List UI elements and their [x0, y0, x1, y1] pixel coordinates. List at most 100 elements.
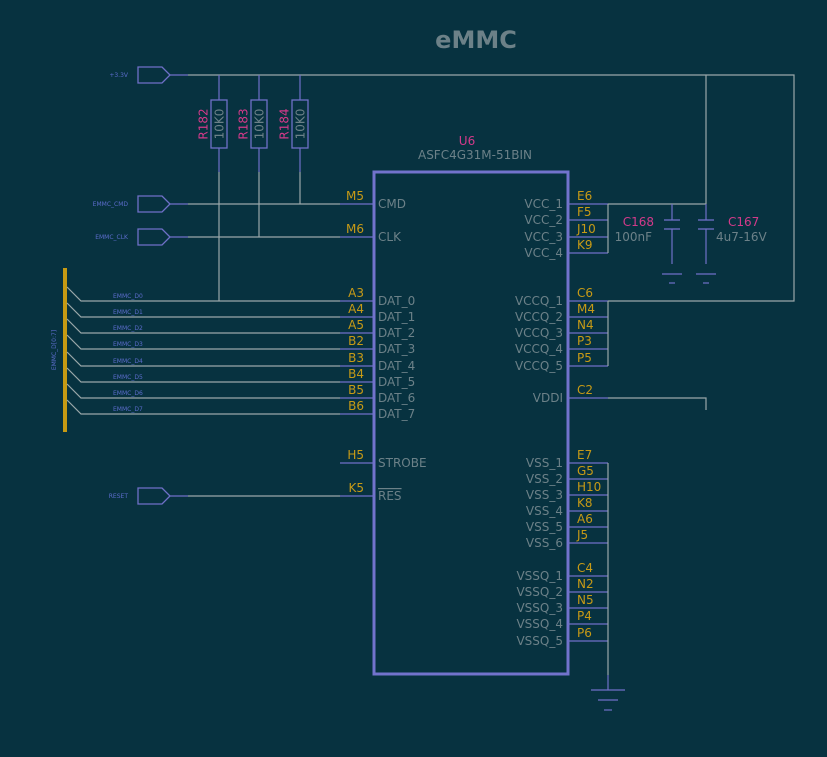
pin-number: H5 [347, 448, 364, 462]
wire-3v3-rail [188, 74, 795, 302]
pin-number: J10 [576, 222, 596, 236]
pin-name: VCCQ_4 [515, 342, 563, 356]
bus-entry-wire [66, 367, 340, 383]
net-label: EMMC_D6 [113, 390, 143, 397]
pin-name: VSSQ_2 [516, 585, 563, 599]
pin-number: E6 [577, 189, 592, 203]
chip-part-number: ASFC4G31M-51BIN [418, 148, 532, 162]
chip-ref: U6 [459, 134, 475, 148]
resistor-body[interactable] [291, 99, 309, 149]
resistor-value: 10K0 [294, 109, 308, 140]
pin-number: A4 [348, 302, 364, 316]
port-shape[interactable] [137, 487, 171, 505]
pin-name: VSSQ_4 [516, 617, 563, 631]
pin-name: VCCQ_3 [515, 326, 563, 340]
pin-name: VCCQ_1 [515, 294, 563, 308]
bus-entry-wire [66, 383, 340, 399]
cap-ref: C168 [623, 215, 654, 229]
resistor-body[interactable] [210, 99, 228, 149]
bus-entry-wire [66, 399, 340, 415]
pin-number: C4 [577, 561, 593, 575]
pin-number: A3 [348, 286, 364, 300]
bus-net-emmc-d2: EMMC_D2 [66, 318, 340, 334]
resistor-ref: R182 [197, 108, 211, 139]
pin-name: VSS_3 [526, 488, 563, 502]
port-label: +3.3V [109, 72, 129, 79]
pin-number: B3 [348, 351, 364, 365]
resistor-value: 10K0 [253, 109, 267, 140]
pin-number: B2 [348, 334, 364, 348]
port-shape[interactable] [137, 66, 171, 84]
pin-name: DAT_5 [378, 375, 415, 389]
pin-name: VCC_1 [524, 197, 563, 211]
pin-number: A5 [348, 318, 364, 332]
pin-name: STROBE [378, 456, 427, 470]
net-label: EMMC_D4 [113, 358, 143, 365]
cap-value: 100nF [615, 230, 653, 244]
data-bus: EMMC_D[0:7]EMMC_D0EMMC_D1EMMC_D2EMMC_D3E… [51, 268, 340, 432]
pin-name: VCC_2 [524, 213, 563, 227]
resistor-body[interactable] [250, 99, 268, 149]
port-reset[interactable]: RESET [109, 487, 171, 505]
sheet-title: eMMC [435, 26, 517, 54]
ports: +3.3V EMMC_CMD EMMC_CLK RESET [93, 66, 171, 505]
bus-net-emmc-d4: EMMC_D4 [66, 351, 340, 367]
port-label: RESET [109, 493, 129, 500]
bus-net-emmc-d7: EMMC_D7 [66, 399, 340, 415]
pin-number: N4 [577, 318, 594, 332]
chip-right-pins: E6VCC_1F5VCC_2J10VCC_3K9VCC_4C6VCCQ_1M4V… [515, 189, 608, 648]
pin-number: B6 [348, 399, 364, 413]
pin-name: VSS_2 [526, 472, 563, 486]
pin-name: DAT_0 [378, 294, 415, 308]
pin-name: DAT_3 [378, 342, 415, 356]
pin-number: P3 [577, 334, 592, 348]
chip-u6[interactable]: U6 ASFC4G31M-51BIN [372, 134, 570, 676]
pin-name: VCC_3 [524, 230, 563, 244]
net-label: EMMC_D7 [113, 406, 143, 413]
pin-name: VSS_5 [526, 520, 563, 534]
resistor-ref: R184 [278, 108, 292, 139]
pin-name: RES [378, 489, 402, 503]
pin-number: B5 [348, 383, 364, 397]
bus-entry-wire [66, 318, 340, 334]
pin-name: VSSQ_3 [516, 601, 563, 615]
pin-number: F5 [577, 205, 592, 219]
port--3-3v[interactable]: +3.3V [109, 66, 171, 84]
wires [170, 74, 795, 690]
port-label: EMMC_CMD [93, 201, 129, 208]
pin-name: VSS_4 [526, 504, 563, 518]
pin-number: M5 [346, 189, 364, 203]
cap-ref: C167 [728, 215, 759, 229]
pin-name: DAT_4 [378, 359, 415, 373]
net-label: EMMC_D1 [113, 309, 143, 316]
pin-name: VCCQ_2 [515, 310, 563, 324]
pin-number: C2 [577, 383, 593, 397]
port-shape[interactable] [137, 195, 171, 213]
chip-body[interactable] [372, 170, 570, 676]
pin-number: K8 [577, 496, 593, 510]
bus-entry-wire [66, 334, 340, 350]
pin-number: E7 [577, 448, 592, 462]
ground-symbol-vss [591, 689, 625, 711]
pin-name: DAT_1 [378, 310, 415, 324]
pin-number: N5 [577, 593, 594, 607]
port-emmc-clk[interactable]: EMMC_CLK [95, 228, 171, 246]
net-label: EMMC_D3 [113, 341, 143, 348]
pin-number: A6 [577, 512, 593, 526]
pin-number: P6 [577, 626, 592, 640]
pin-name: CMD [378, 197, 406, 211]
pin-number: N2 [577, 577, 594, 591]
pin-name: VSSQ_1 [516, 569, 563, 583]
ground-icon [662, 273, 682, 284]
port-emmc-cmd[interactable]: EMMC_CMD [93, 195, 171, 213]
bus-net-emmc-d3: EMMC_D3 [66, 334, 340, 350]
pin-name: VDDI [533, 391, 563, 405]
pin-name: VSS_6 [526, 536, 563, 550]
port-shape[interactable] [137, 228, 171, 246]
